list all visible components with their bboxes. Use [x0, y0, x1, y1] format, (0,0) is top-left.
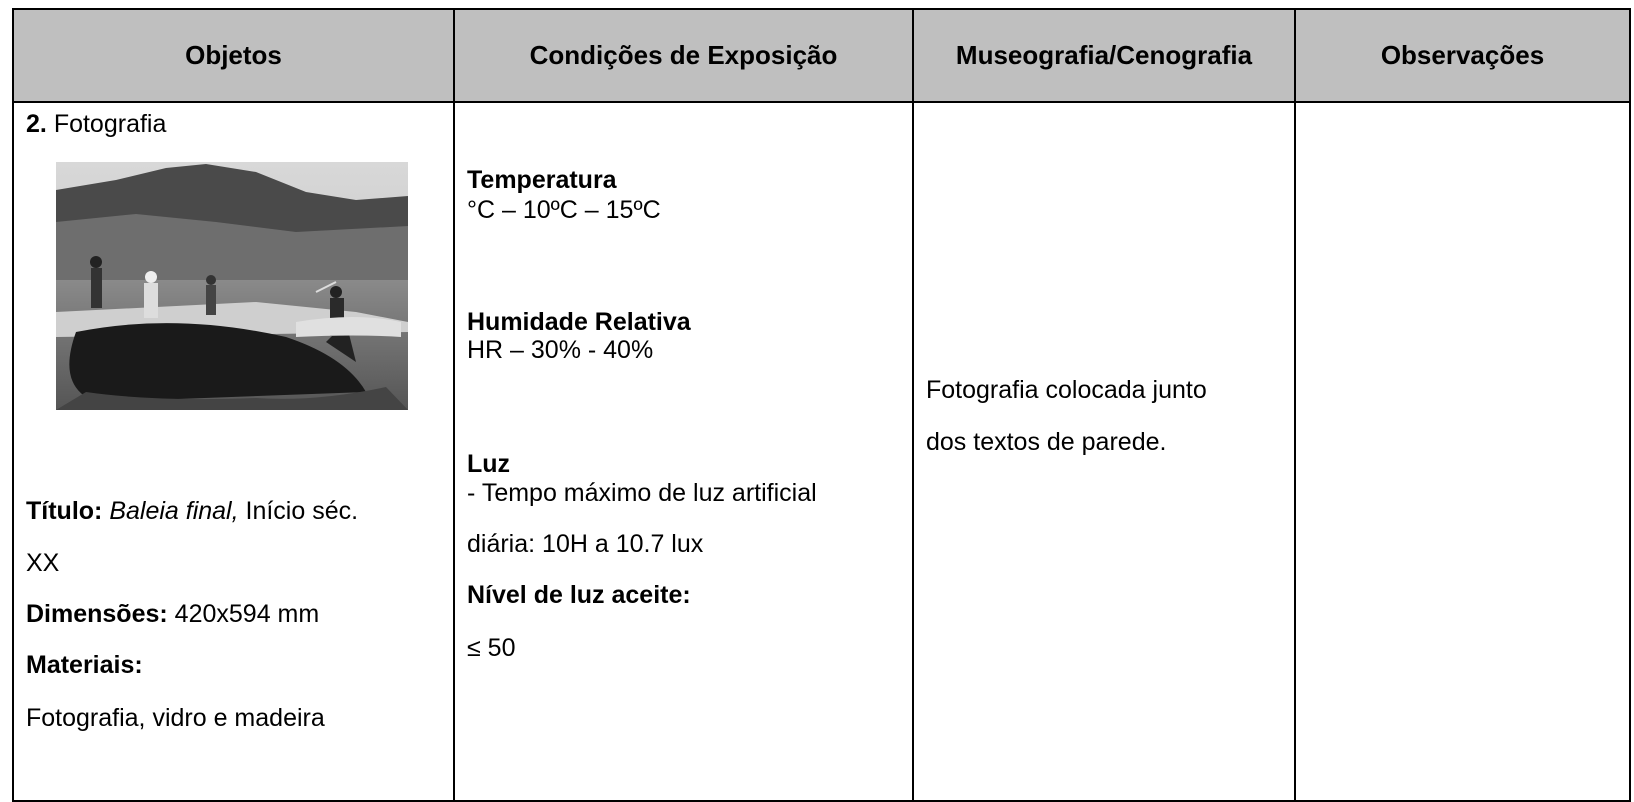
museografia-cell: Fotografia colocada junto dos textos de …: [912, 101, 1296, 802]
whaling-photograph: [56, 162, 408, 410]
header-condicoes: Condições de Exposição: [453, 8, 914, 103]
titulo-line: Título: Baleia final, Início séc.: [26, 497, 359, 525]
exhibition-table: Objetos Condições de Exposição Museograf…: [12, 8, 1631, 802]
objetos-cell: 2. Fotografia: [12, 101, 455, 802]
humidade-label: Humidade Relativa: [467, 308, 691, 336]
table-row: 2. Fotografia: [12, 101, 1631, 802]
observacoes-cell: [1294, 101, 1631, 802]
header-objetos: Objetos: [12, 8, 455, 103]
titulo-line-cont: XX: [26, 549, 60, 577]
header-row: Objetos Condições de Exposição Museograf…: [12, 8, 1631, 103]
materiais-value: Fotografia, vidro e madeira: [26, 704, 325, 732]
luz-label: Luz: [467, 450, 511, 478]
nivel-label: Nível de luz aceite:: [467, 581, 691, 609]
object-heading: 2. Fotografia: [26, 110, 167, 138]
museografia-line2: dos textos de parede.: [926, 428, 1167, 456]
header-observacoes: Observações: [1294, 8, 1631, 103]
condicoes-cell: Temperatura °C – 10ºC – 15ºC Humidade Re…: [453, 101, 914, 802]
temperatura-value: °C – 10ºC – 15ºC: [467, 196, 661, 224]
header-museografia: Museografia/Cenografia: [912, 8, 1296, 103]
dimensoes-line: Dimensões: 420x594 mm: [26, 600, 320, 628]
nivel-value: ≤ 50: [467, 634, 516, 662]
temperatura-label: Temperatura: [467, 166, 617, 194]
luz-line1: - Tempo máximo de luz artificial: [467, 479, 817, 507]
museografia-line1: Fotografia colocada junto: [926, 376, 1207, 404]
materiais-label: Materiais:: [26, 651, 143, 679]
humidade-value: HR – 30% - 40%: [467, 336, 654, 364]
luz-line2: diária: 10H a 10.7 lux: [467, 530, 704, 558]
